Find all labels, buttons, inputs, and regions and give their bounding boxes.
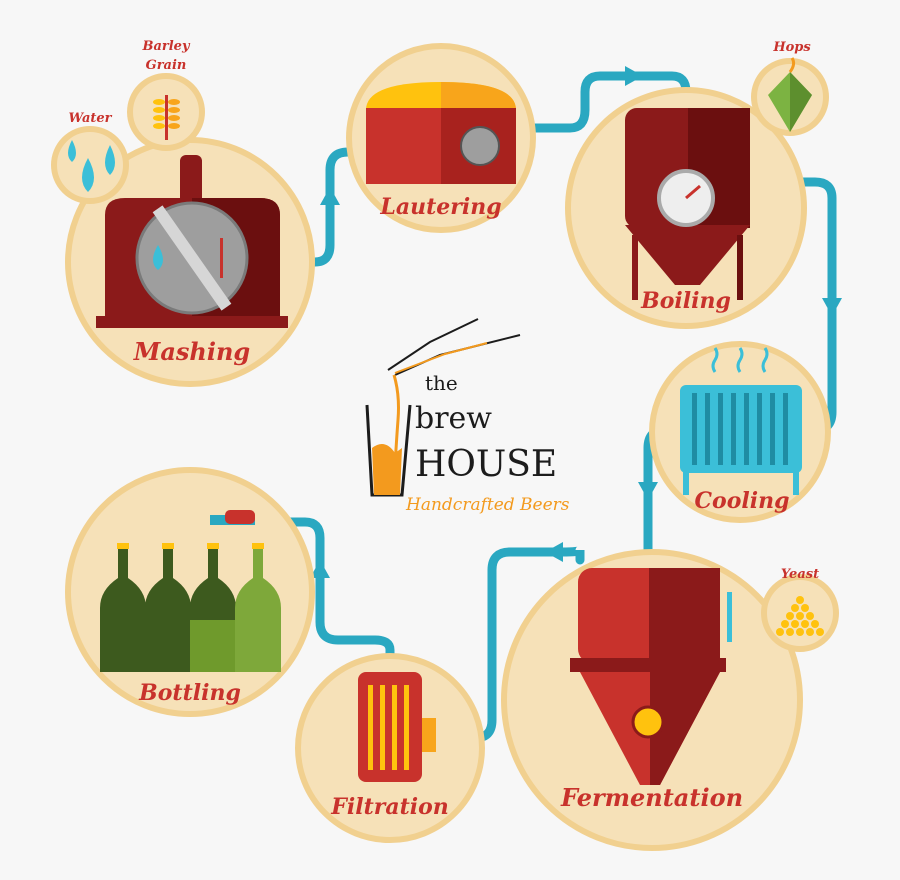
label-barley: Barley bbox=[141, 39, 190, 54]
boil-kettle-icon bbox=[625, 108, 750, 300]
logo-house: HOUSE bbox=[415, 444, 557, 485]
bottles-icon bbox=[100, 510, 281, 672]
label-filtration: Filtration bbox=[330, 794, 449, 820]
arrow-up-icon bbox=[320, 187, 340, 205]
brewhouse-logo: the brew HOUSE Handcrafted Beers bbox=[365, 318, 570, 515]
label-water: Water bbox=[68, 111, 112, 126]
fermenter-icon bbox=[570, 568, 732, 785]
label-lautering: Lautering bbox=[379, 194, 501, 220]
label-yeast: Yeast bbox=[781, 567, 819, 582]
logo-brew: brew bbox=[415, 401, 492, 436]
yeast-icon bbox=[776, 596, 824, 636]
label-bottling: Bottling bbox=[138, 680, 241, 706]
flow-arrows bbox=[310, 66, 842, 578]
steam-icon bbox=[711, 347, 769, 373]
label-boiling: Boiling bbox=[640, 288, 731, 314]
logo-the: the bbox=[425, 371, 458, 395]
pipe-filtration-bottling bbox=[245, 517, 395, 675]
arrow-down-icon bbox=[638, 482, 658, 500]
pipe-lautering-boiling bbox=[510, 71, 691, 133]
label-mashing: Mashing bbox=[133, 337, 250, 366]
barley-icon bbox=[153, 95, 180, 140]
arrow-left-icon bbox=[545, 542, 563, 562]
label-fermentation: Fermentation bbox=[560, 783, 743, 812]
label-hops: Hops bbox=[772, 40, 811, 55]
logo-tagline: Handcrafted Beers bbox=[405, 495, 570, 515]
label-grain: Grain bbox=[146, 58, 187, 73]
cooler-icon bbox=[680, 347, 802, 495]
water-drops-icon bbox=[68, 140, 115, 192]
label-cooling: Cooling bbox=[695, 488, 790, 514]
filter-icon bbox=[358, 672, 436, 782]
tap-icon bbox=[225, 510, 255, 524]
arrow-right-icon bbox=[625, 66, 643, 86]
mash-tun-icon bbox=[96, 155, 288, 328]
arrow-up-icon bbox=[310, 560, 330, 578]
pipe-fermentation-filtration bbox=[427, 546, 585, 743]
arrow-down-icon bbox=[822, 298, 842, 316]
pipe-mashing-lautering bbox=[275, 147, 370, 267]
lauter-tun-icon bbox=[366, 82, 516, 184]
hops-icon bbox=[768, 57, 812, 132]
